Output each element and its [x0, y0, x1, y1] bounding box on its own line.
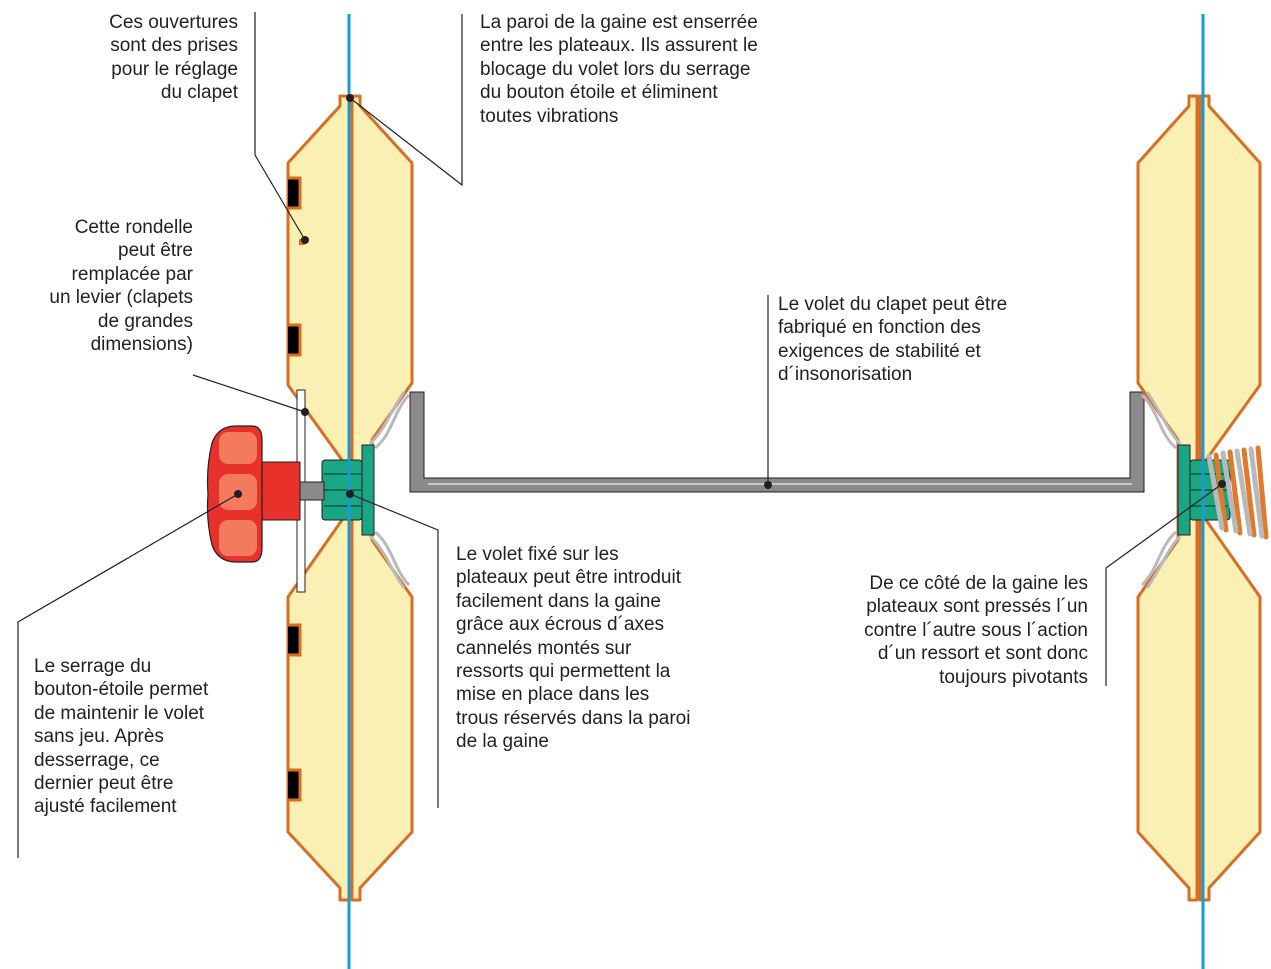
label-flap: Le volet du clapet peut être fabriqué en… [778, 294, 1008, 386]
right-springs [1140, 391, 1182, 589]
left-plate-openings [288, 176, 302, 802]
star-knob-lobe [219, 432, 257, 464]
leader-lines [17, 12, 1223, 858]
leader-knob [17, 493, 239, 858]
leader-other-side-pointer [1105, 483, 1223, 569]
label-wall-clamp: La paroi de la gaine est enserrée entre … [480, 12, 758, 127]
star-knob-lobe [219, 520, 257, 556]
label-other-side: De ce côté de la gaine les plateaux sont… [864, 573, 1088, 688]
leader-dot [301, 236, 309, 244]
leader-dot [346, 94, 354, 102]
label-washer: Cette rondelle peut être remplacée par u… [49, 217, 193, 356]
damper-flap [409, 391, 1145, 493]
leader-wall-clamp [349, 14, 463, 187]
left-springs [368, 391, 411, 589]
leader-dot [234, 490, 242, 498]
right-inner-plate [1198, 94, 1262, 902]
leader-openings [254, 12, 306, 241]
leader-dot [301, 408, 309, 416]
left-nut-flange [361, 444, 375, 536]
label-fixed-flap: Le volet fixé sur les plateaux peut être… [456, 544, 691, 753]
knob-shaft-gray [299, 481, 325, 501]
leader-fixed-flap [349, 493, 439, 808]
leader-dot [1218, 480, 1226, 488]
leader-dot [764, 481, 772, 489]
compression-spring [1206, 445, 1269, 540]
right-nut-flange [1177, 444, 1191, 536]
leader-washer [192, 374, 306, 413]
label-openings: Ces ouvertures sont des prises pour le r… [109, 12, 238, 104]
right-plates [1136, 94, 1262, 902]
leader-dot [346, 490, 354, 498]
left-nut-splines [324, 473, 362, 507]
label-knob: Le serrage du bouton-étoile permet de ma… [34, 656, 209, 818]
